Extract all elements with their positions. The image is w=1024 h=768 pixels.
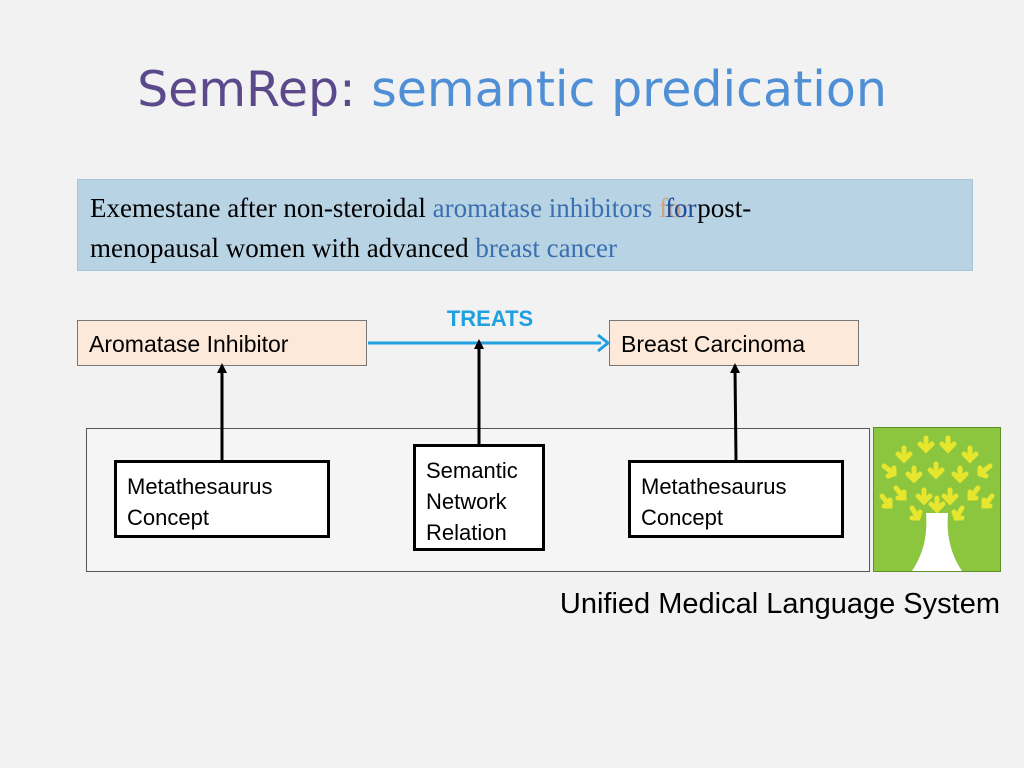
- sentence-text-3: menopausal women with advanced: [90, 233, 469, 263]
- metathesaurus-concept-right: Metathesaurus Concept: [628, 460, 844, 538]
- arrow-right-up: [730, 363, 741, 461]
- sentence-for: for: [665, 193, 697, 223]
- title-semrep: SemRep:: [137, 61, 356, 118]
- slide-title: SemRep: semantic predication: [0, 54, 1024, 126]
- relation-label: TREATS: [446, 306, 534, 331]
- title-subtitle: semantic predication: [371, 61, 887, 118]
- treats-arrow-head: [597, 333, 611, 353]
- umls-tree-icon: [873, 427, 1001, 572]
- umls-caption: Unified Medical Language System: [559, 588, 1000, 620]
- sentence-entity-breast-cancer: breast cancer: [475, 233, 618, 263]
- sentence-text-1: Exemestane after non-steroidal: [90, 193, 426, 223]
- sentence-for-ghost: for: [659, 193, 691, 223]
- sentence-entity-aromatase: aromatase inhibitors: [432, 193, 653, 223]
- subject-concept-box: Aromatase Inhibitor: [77, 320, 367, 366]
- metathesaurus-concept-left: Metathesaurus Concept: [114, 460, 330, 538]
- semantic-network-relation: Semantic Network Relation: [413, 444, 545, 551]
- sentence-text-2: post-: [697, 193, 752, 223]
- example-sentence: Exemestane after non-steroidal aromatase…: [77, 179, 973, 271]
